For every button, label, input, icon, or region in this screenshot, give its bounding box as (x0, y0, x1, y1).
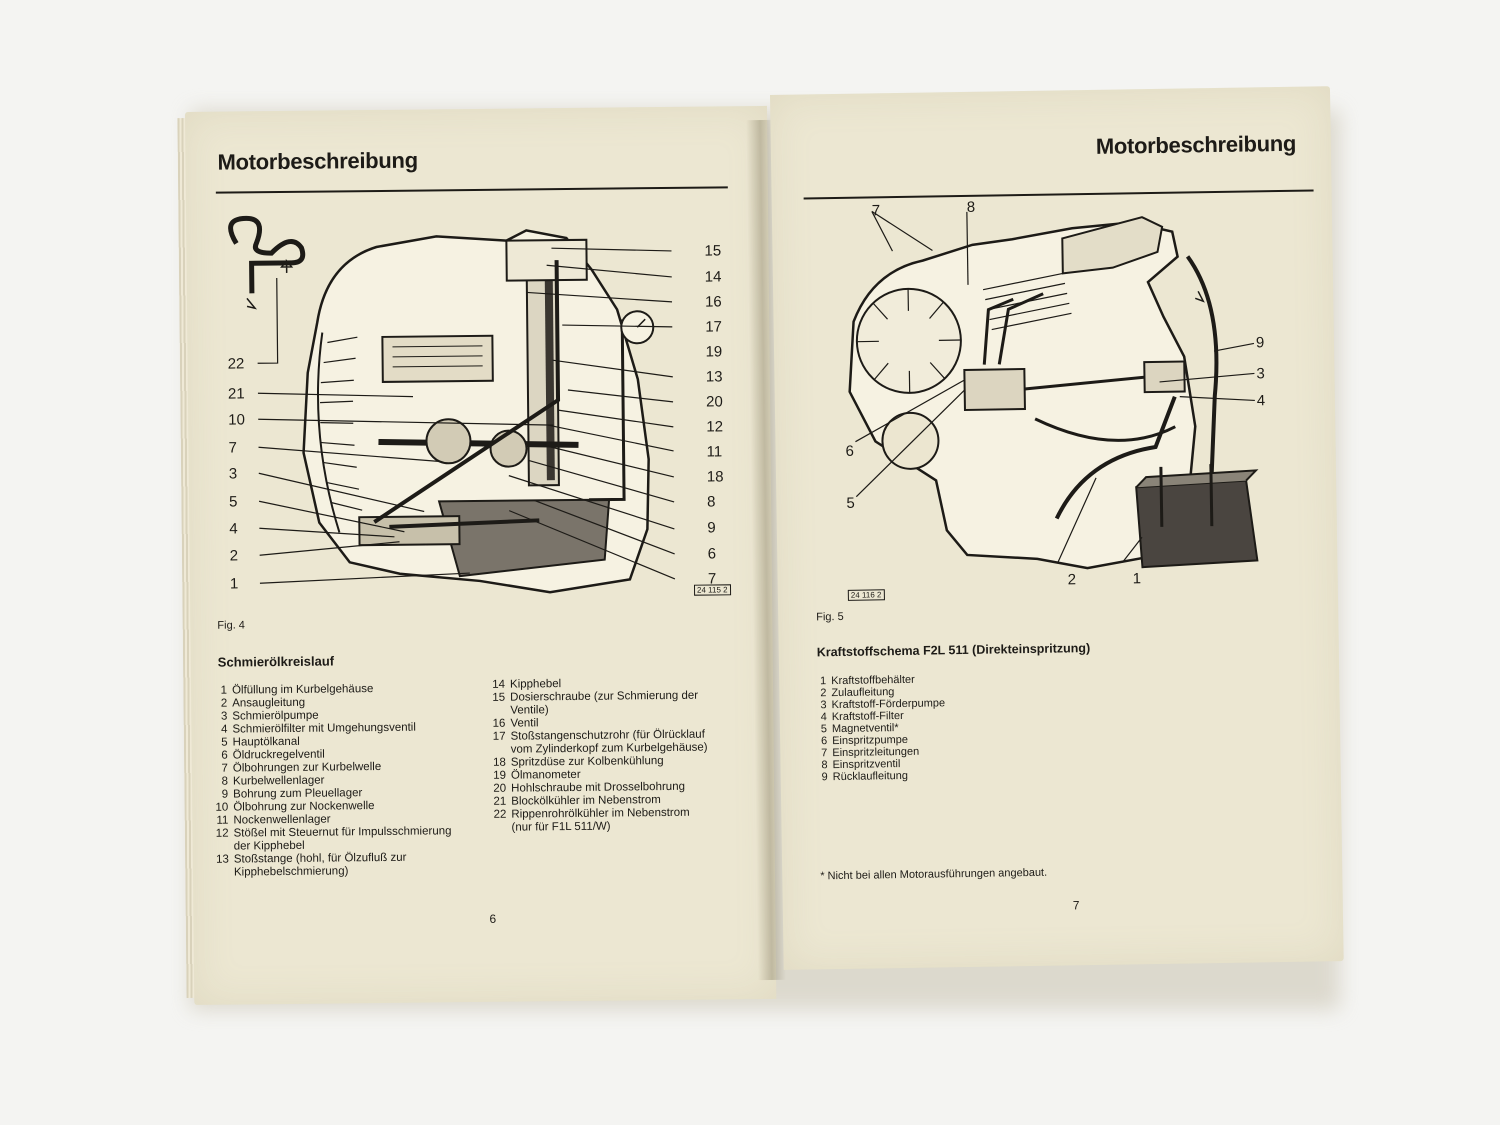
callout-19: 19 (705, 343, 723, 361)
fuel-system-diagram (848, 210, 1259, 570)
callout-1-fuel: 1 (1132, 570, 1142, 588)
injection-lines (982, 292, 1044, 365)
oil-pan (437, 498, 611, 578)
callout-16: 16 (704, 293, 722, 311)
fig5-section-title: Kraftstoffschema F2L 511 (Direkteinsprit… (816, 641, 1091, 660)
left-page: Motorbeschreibung (185, 105, 777, 1005)
supply-line (1054, 395, 1177, 520)
callout-7-left: 7 (228, 439, 237, 457)
right-page: Motorbeschreibung (770, 86, 1344, 970)
callout-3: 3 (228, 465, 238, 483)
callout-6: 6 (707, 545, 717, 563)
fuel-tank (1135, 479, 1259, 569)
crankshaft (378, 438, 579, 448)
callout-13: 13 (705, 368, 723, 386)
fuel-footnote: * Nicht bei allen Motorausführungen ange… (820, 866, 1048, 883)
exhaust-manifold (1061, 216, 1164, 275)
callout-11: 11 (706, 443, 723, 461)
oil-cooler-block (381, 334, 494, 383)
callout-5: 5 (228, 493, 238, 511)
callout-10: 10 (228, 411, 246, 429)
callout-14: 14 (704, 268, 722, 286)
right-page-header: Motorbeschreibung (1095, 130, 1297, 159)
callout-8-fuel: 8 (966, 198, 976, 216)
callout-9: 9 (707, 519, 716, 537)
fan-shroud (317, 332, 341, 533)
left-page-header: Motorbeschreibung (217, 147, 418, 175)
return-line (1185, 255, 1219, 487)
crank-gear (425, 418, 472, 465)
page-number-6: 6 (489, 911, 497, 926)
finned-cooler-coil (228, 215, 306, 294)
left-header-rule (215, 186, 728, 194)
callout-2-fuel: 2 (1067, 571, 1077, 589)
fuel-filter (1143, 360, 1186, 394)
callout-8: 8 (707, 493, 716, 511)
rocker-head (505, 238, 588, 282)
callout-4-fuel: 4 (1256, 392, 1266, 410)
fig4-section-title: Schmierölkreislauf (217, 653, 335, 670)
page-number-7: 7 (1072, 898, 1080, 913)
callout-3-fuel: 3 (1256, 365, 1265, 383)
callout-7-fuel: 7 (871, 202, 881, 220)
callout-6-fuel: 6 (845, 442, 855, 460)
callout-20: 20 (705, 393, 723, 411)
callout-2: 2 (229, 547, 239, 565)
callout-21: 21 (227, 385, 245, 403)
callout-1: 1 (229, 575, 239, 593)
fig5-label: Fig. 5 (816, 610, 844, 624)
callout-22: 22 (227, 355, 245, 373)
callout-18: 18 (706, 468, 724, 486)
lubrication-diagram (228, 215, 676, 594)
fig5-id: 24 116 2 (847, 589, 885, 601)
callout-4: 4 (229, 520, 238, 538)
injection-pump (963, 368, 1026, 411)
callout-12: 12 (706, 418, 724, 436)
callout-5-fuel: 5 (846, 494, 855, 512)
fig4-label: Fig. 4 (217, 619, 245, 632)
callout-17: 17 (705, 318, 723, 336)
fig4-id: 24 115 2 (693, 584, 731, 596)
callout-9-fuel: 9 (1255, 334, 1265, 352)
callout-15: 15 (704, 242, 722, 260)
